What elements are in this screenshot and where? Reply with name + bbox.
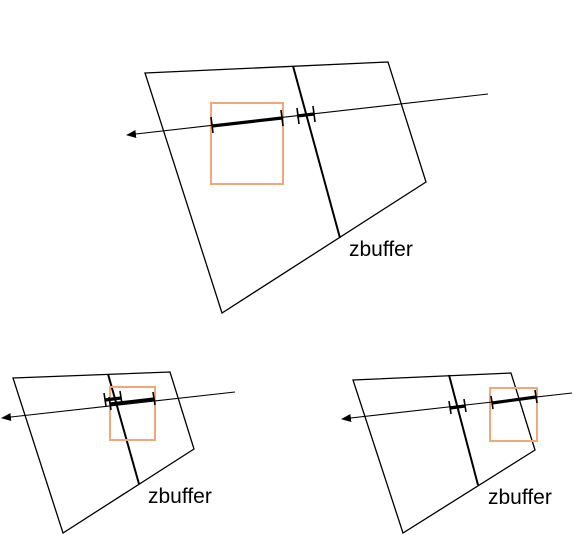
- panel-bottom-left: zbuffer: [1, 371, 236, 535]
- depth-tick-right: [312, 105, 316, 123]
- zbuffer-line: [292, 65, 341, 239]
- depth-interval: [104, 396, 122, 402]
- ray-arrow: [1, 391, 236, 421]
- depth-interval: [296, 112, 315, 118]
- segment-end-tick: [152, 391, 156, 406]
- panel-bottom-right: zbuffer: [341, 372, 573, 534]
- voxel-box: [210, 102, 284, 185]
- zbuffer-label: zbuffer: [148, 485, 212, 508]
- sample-segment: [211, 116, 283, 128]
- zbuffer-label: zbuffer: [488, 486, 552, 509]
- segment-end-tick: [534, 389, 538, 404]
- depth-tick-right: [119, 390, 123, 405]
- segment-end-tick: [280, 109, 284, 127]
- zbuffer-label: zbuffer: [349, 238, 413, 261]
- depth-tick-right: [463, 398, 467, 413]
- segment-start-tick: [210, 116, 214, 134]
- frustum-quad: [144, 61, 427, 315]
- zbuffer-line: [107, 373, 140, 485]
- segment-start-tick: [490, 395, 494, 410]
- voxel-box: [489, 387, 538, 442]
- depth-interval: [449, 404, 466, 410]
- voxel-box: [109, 386, 156, 441]
- sample-segment: [491, 395, 537, 405]
- depth-tick-left: [296, 107, 300, 125]
- panel-top: zbuffer: [126, 61, 489, 315]
- frustum-quad: [12, 371, 195, 535]
- zbuffer-line: [448, 374, 479, 486]
- frustum-quad: [352, 372, 536, 534]
- sample-segment: [109, 397, 155, 406]
- depth-tick-left: [448, 400, 452, 415]
- depth-tick-left: [103, 392, 107, 407]
